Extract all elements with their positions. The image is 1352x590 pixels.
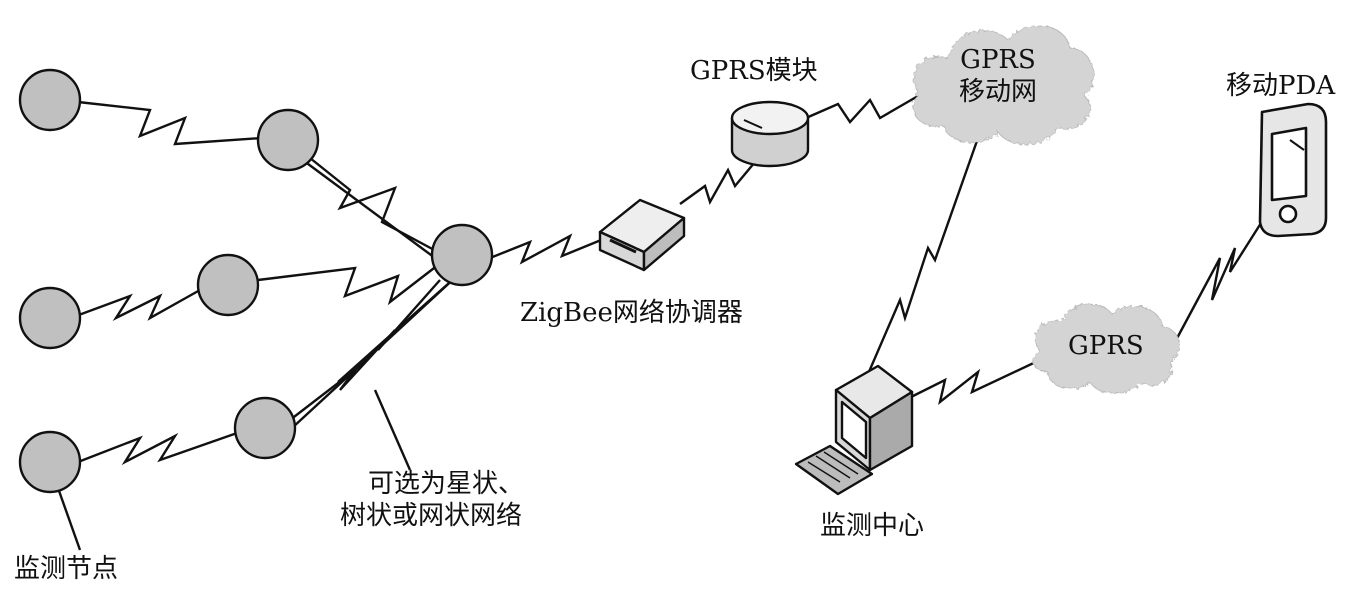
- zigbee-coordinator-icon: [598, 198, 686, 272]
- wireless-link: [299, 149, 439, 254]
- mobile-pda-icon: [1258, 102, 1328, 238]
- monitoring-center-label: 监测中心: [820, 511, 925, 541]
- monitoring-node-label: 监测节点: [14, 554, 119, 584]
- gprs-mobile-network-label: GPRS 移动网: [938, 44, 1058, 108]
- monitoring-node-6: [233, 396, 297, 460]
- monitoring-center-computer-icon: [794, 364, 914, 496]
- gprs-mobile-network-line2: 移动网: [958, 77, 1037, 107]
- gprs-mobile-network-line1: GPRS: [960, 45, 1036, 75]
- wireless-link: [1173, 211, 1270, 343]
- monitoring-node-3: [18, 286, 82, 350]
- zigbee-coordinator-label: ZigBee网络协调器: [520, 298, 743, 328]
- mobile-pda-label: 移动PDA: [1226, 71, 1336, 101]
- wireless-link: [75, 288, 201, 322]
- gprs-cloud-label: GPRS: [1068, 331, 1144, 361]
- gprs-module-label: GPRS模块: [690, 56, 818, 86]
- wireless-link: [805, 94, 919, 124]
- wireless-link: [257, 264, 439, 306]
- gprs-module-icon: [730, 100, 810, 168]
- topology-leader-line: [373, 389, 412, 471]
- links: [56, 94, 1270, 551]
- topology-label-line2: 树状或网状网络: [340, 501, 523, 531]
- wireless-link: [679, 161, 756, 206]
- center-node: [430, 223, 494, 287]
- monitoring-node-5: [18, 430, 82, 494]
- wireless-link: [860, 137, 980, 389]
- monitoring-node-2: [256, 108, 320, 172]
- topology-label-line1: 可选为星状、: [368, 469, 525, 499]
- gprs-mobile-network-cloud: [912, 25, 1094, 145]
- wireless-link: [77, 100, 263, 146]
- gprs-cloud: [1032, 303, 1180, 394]
- node-leader-line: [56, 487, 82, 551]
- monitoring-node-4: [196, 253, 260, 317]
- wireless-link: [904, 358, 1041, 406]
- wireless-link: [77, 430, 241, 466]
- topology-label: 可选为星状、 树状或网状网络: [340, 468, 525, 532]
- wireless-link: [489, 233, 607, 265]
- link-line: [291, 274, 459, 429]
- wireless-link: [289, 279, 441, 421]
- monitoring-node-1: [18, 68, 82, 132]
